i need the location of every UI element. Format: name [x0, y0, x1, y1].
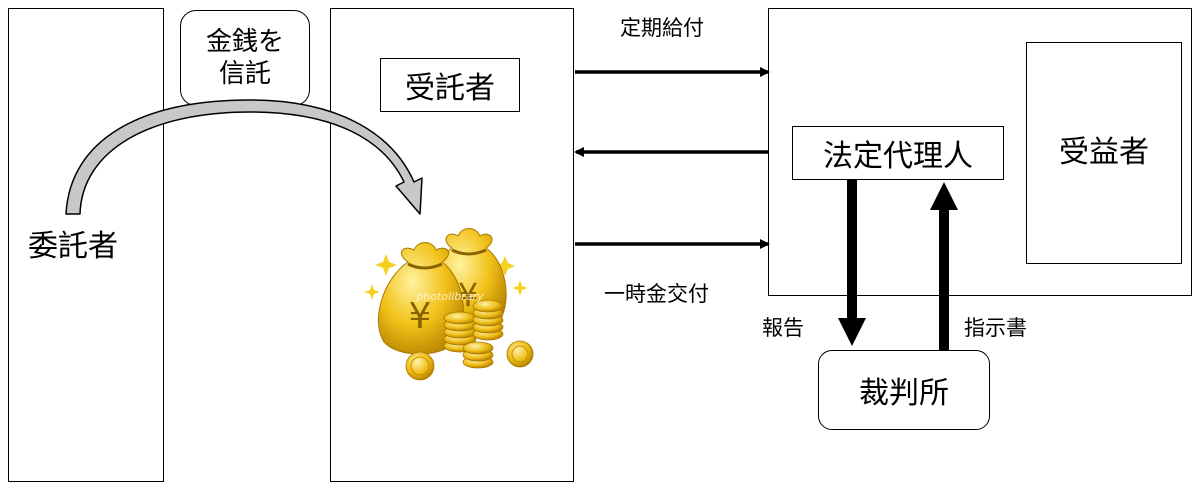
instruction-arrow: [930, 182, 958, 350]
beneficiary-box: 受益者: [1026, 42, 1182, 264]
instruction-label: 指示書: [964, 316, 1027, 340]
periodic-payment-label: 定期給付: [620, 16, 704, 40]
settlor-box: [8, 8, 164, 482]
entrust-line-2: 信託: [218, 59, 271, 89]
report-arrow: [838, 180, 866, 346]
settlor-label: 委託者: [28, 229, 118, 264]
court-box: 裁判所: [818, 350, 990, 430]
trustee-label: 受託者: [380, 58, 520, 112]
report-label: 報告: [762, 316, 804, 340]
entrust-line-1: 金銭を: [205, 26, 284, 57]
curved-arrow-icon: [65, 99, 423, 215]
svg-text:¥: ¥: [409, 296, 432, 337]
watermark-text: photolibrary: [415, 290, 484, 303]
beneficiary-label: 受益者: [1059, 135, 1149, 170]
legal-agent-box: 法定代理人: [792, 126, 1004, 180]
money-bags-with-coins-icon: ¥ ¥ photolibrary: [364, 228, 534, 381]
lump-sum-payment-label: 一時金交付: [604, 282, 709, 306]
